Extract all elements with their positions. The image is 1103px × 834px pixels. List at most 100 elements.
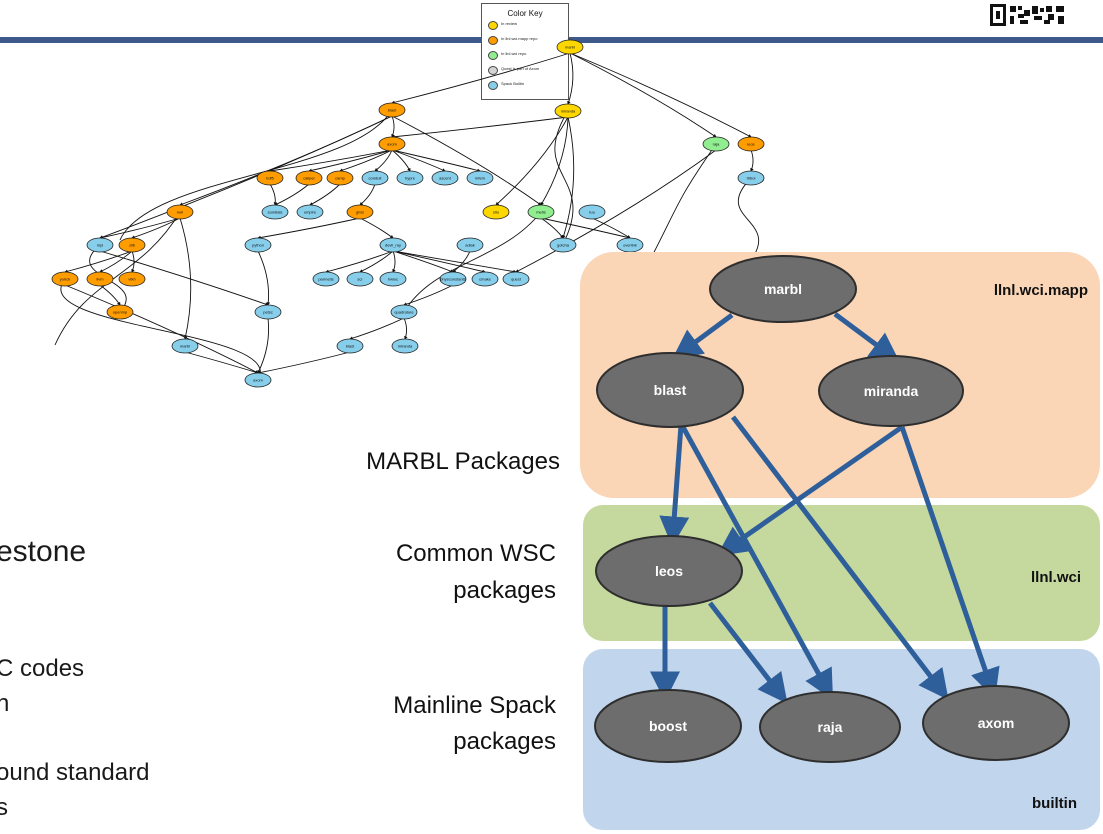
node-label: marbl — [764, 281, 802, 297]
small-edge — [54, 211, 181, 346]
small-node-label: ascent — [439, 176, 452, 181]
small-node-label: caliper — [303, 176, 315, 181]
dependency-edge — [731, 415, 949, 700]
small-node-label: leos — [747, 142, 754, 147]
node-axom: axom — [922, 685, 1070, 761]
key-swatch — [488, 36, 498, 45]
small-node: marbl — [556, 39, 584, 55]
small-node: tribol — [737, 170, 765, 186]
small-node: cmake — [471, 271, 499, 287]
small-node-label: python — [252, 243, 264, 248]
small-edge — [403, 284, 454, 306]
small-node: marbl — [171, 338, 199, 354]
small-node: hdf5 — [256, 170, 284, 186]
node-shape — [922, 685, 1070, 761]
small-node: silo — [482, 204, 510, 220]
small-node-label: quadrature — [394, 310, 414, 315]
small-node-label: scr — [357, 277, 363, 282]
small-edge — [60, 278, 261, 381]
small-node-label: miranda — [561, 109, 576, 114]
small-node: axom — [378, 136, 406, 152]
key-swatch — [488, 66, 498, 75]
small-node-label: conduit — [369, 176, 383, 181]
small-node: zlib — [118, 237, 146, 253]
small-edge — [562, 116, 575, 239]
small-node-label: marbl — [180, 344, 190, 349]
small-node-label: camp — [335, 176, 346, 181]
dependency-edges — [650, 311, 1000, 704]
small-edge — [392, 250, 517, 274]
small-edge — [99, 115, 393, 239]
small-node-label: hwloc — [388, 277, 398, 282]
small-node-label: umpire — [304, 210, 317, 215]
small-edge — [567, 52, 574, 105]
small-node: miranda — [554, 103, 582, 119]
dependency-edge — [833, 311, 901, 363]
small-edge — [391, 149, 446, 172]
small-edge — [515, 149, 717, 273]
node-raja: raja — [759, 691, 901, 763]
key-swatch — [488, 81, 498, 90]
qr-code-icon — [990, 4, 1064, 26]
label-common-wsc-2: packages — [453, 577, 556, 604]
small-edge — [269, 149, 393, 173]
small-edge — [64, 250, 133, 274]
small-node-label: hdf5 — [266, 176, 275, 181]
small-node-label: axom — [253, 378, 263, 383]
key-swatch — [488, 51, 498, 60]
key-label: In review — [501, 21, 518, 26]
small-edge — [359, 183, 376, 206]
small-node-label: petsc — [263, 310, 273, 315]
small-node-label: marbl — [565, 45, 575, 50]
dependency-edge — [899, 426, 1000, 699]
small-edge — [495, 116, 569, 206]
small-edge — [392, 250, 454, 273]
small-node-label: mpi — [97, 243, 104, 248]
dependency-edge — [659, 424, 690, 547]
partial-bullet-2: n — [0, 690, 10, 717]
small-edge — [569, 52, 752, 138]
small-node-label: mfem — [475, 176, 486, 181]
small-node: quadrature — [390, 304, 418, 320]
node-label: raja — [818, 719, 843, 735]
small-edge — [391, 116, 569, 139]
label-marbl-packages: MARBL Packages — [366, 448, 560, 475]
small-edge — [391, 115, 542, 206]
small-edge — [392, 250, 486, 274]
small-edge — [308, 149, 393, 173]
small-node-label: adiak — [465, 243, 475, 248]
small-node: physconstants — [439, 271, 467, 287]
small-edge — [257, 351, 351, 375]
partial-bullet-3: ound standard — [0, 759, 150, 786]
small-node-label: gotcha — [557, 243, 570, 248]
small-node-label: blast — [346, 344, 355, 349]
small-node: scr — [346, 271, 374, 287]
small-edge — [391, 149, 411, 172]
small-node: kull — [166, 204, 194, 220]
small-edge — [257, 250, 271, 306]
small-edge — [554, 110, 574, 241]
small-node: quest — [502, 271, 530, 287]
small-node: llvm — [86, 271, 114, 287]
small-edge — [374, 149, 393, 172]
key-label: In llnl.wci repo — [501, 51, 527, 56]
small-edge — [540, 217, 631, 240]
small-node: adiak — [456, 237, 484, 253]
small-edge — [274, 183, 310, 206]
region-label-mapp: llnl.wci.mapp — [994, 282, 1088, 299]
small-node-label: metis — [536, 210, 546, 215]
small-node: devil_ray — [379, 237, 407, 253]
small-node: parmetis — [312, 271, 340, 287]
small-edge — [392, 250, 396, 273]
node-shape — [595, 535, 743, 607]
small-node: overlink — [616, 237, 644, 253]
small-node: metis — [527, 204, 555, 220]
small-edge — [99, 250, 269, 306]
label-common-wsc-1: Common WSC — [395, 540, 556, 567]
small-node: glvis — [346, 204, 374, 220]
node-label: blast — [654, 382, 687, 398]
key-swatch — [488, 21, 498, 30]
small-node-label: devil_ray — [385, 243, 401, 248]
